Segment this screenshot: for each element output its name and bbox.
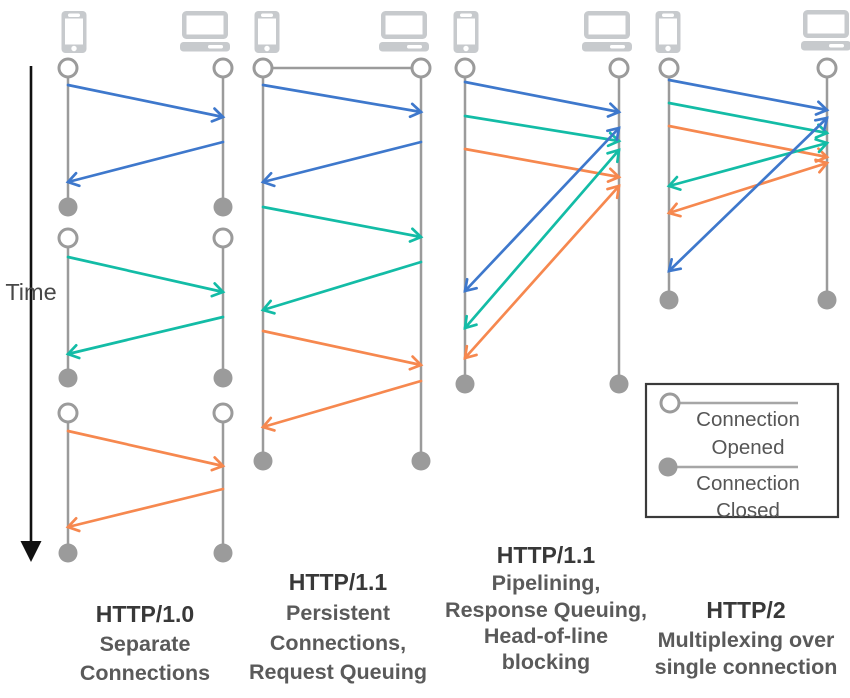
column-subtitle: Persistent xyxy=(286,601,390,625)
phone-icon xyxy=(453,11,479,53)
connection-closed-dot xyxy=(58,543,78,563)
connection-opened-dot xyxy=(212,57,234,79)
connection-closed-dot xyxy=(253,451,273,471)
column-subtitle: single connection xyxy=(655,655,838,679)
response-arrow xyxy=(65,140,225,188)
column-title-http2: HTTP/2 xyxy=(706,597,785,623)
connection-closed-dot xyxy=(213,368,233,388)
column-subtitle: blocking xyxy=(502,650,590,674)
request-arrow xyxy=(667,78,830,116)
connection-closed-dot xyxy=(455,374,475,394)
response-arrow xyxy=(65,315,225,360)
computer-icon xyxy=(379,11,429,52)
column-subtitle: Separate xyxy=(100,632,191,656)
connection-closed-dot xyxy=(659,290,679,310)
column-subtitle: Connections xyxy=(80,661,210,685)
column-http10 xyxy=(57,11,234,563)
connection-opened-dot xyxy=(816,57,838,79)
request-arrow xyxy=(261,329,424,371)
response-arrow xyxy=(463,184,621,360)
time-axis: Time xyxy=(5,66,57,562)
response-arrow xyxy=(667,116,829,273)
response-arrow xyxy=(463,148,621,330)
connection-opened-dot xyxy=(658,57,680,79)
column-title-http11-persistent: HTTP/1.1 xyxy=(289,569,388,595)
phone-icon xyxy=(61,11,87,53)
connection-closed-dot xyxy=(609,374,629,394)
column-subtitle: Multiplexing over xyxy=(658,628,835,652)
column-labels: HTTP/1.0 Separate Connections HTTP/1.1 P… xyxy=(80,542,837,685)
connection-closed-dot xyxy=(411,451,431,471)
column-http11-persistent xyxy=(252,11,432,471)
column-subtitle: Response Queuing, xyxy=(445,598,647,622)
connection-opened-dot xyxy=(57,402,79,424)
connection-opened-dot xyxy=(454,57,476,79)
request-arrow xyxy=(66,83,226,123)
connection-closed-dot xyxy=(213,543,233,563)
connection-opened-dot xyxy=(608,57,630,79)
time-axis-arrowhead-icon xyxy=(20,541,42,562)
request-arrow xyxy=(261,83,424,119)
connection-opened-dot xyxy=(410,57,432,79)
computer-icon xyxy=(582,11,632,52)
column-subtitle: Request Queuing xyxy=(249,660,427,684)
connection-closed-dot xyxy=(213,197,233,217)
column-title-http11-pipelining: HTTP/1.1 xyxy=(497,542,596,568)
response-arrow xyxy=(260,260,423,315)
legend-opened-label-line2: Opened xyxy=(712,436,785,459)
column-subtitle: Pipelining, xyxy=(492,571,601,595)
response-arrow xyxy=(666,158,830,218)
request-arrow xyxy=(261,205,424,243)
connection-opened-icon xyxy=(659,392,681,414)
time-axis-label: Time xyxy=(5,279,56,305)
request-arrow xyxy=(667,101,830,139)
connection-closed-dot xyxy=(817,290,837,310)
computer-icon xyxy=(180,11,230,52)
request-arrow xyxy=(66,429,226,472)
connection-closed-icon xyxy=(658,457,678,477)
connection-opened-dot xyxy=(57,57,79,79)
connection-opened-dot xyxy=(57,227,79,249)
column-subtitle: Connections, xyxy=(270,631,406,655)
request-arrow xyxy=(66,255,226,298)
column-http2 xyxy=(655,10,850,310)
response-arrow xyxy=(260,140,423,188)
column-http11-pipelining xyxy=(453,11,632,394)
response-arrow xyxy=(260,379,423,432)
connection-closed-dot xyxy=(58,368,78,388)
connection-opened-dot xyxy=(212,227,234,249)
legend-closed-label-line1: Connection xyxy=(696,472,800,495)
legend-opened-label-line1: Connection xyxy=(696,408,800,431)
column-subtitle: Head-of-line xyxy=(484,624,608,648)
column-title-http10: HTTP/1.0 xyxy=(96,601,194,627)
phone-icon xyxy=(655,11,681,53)
computer-icon xyxy=(801,10,850,51)
phone-icon xyxy=(254,11,280,53)
request-arrow xyxy=(463,114,622,148)
response-arrow xyxy=(666,138,830,191)
legend-closed-label-line2: Closed xyxy=(716,499,780,522)
connection-closed-dot xyxy=(58,197,78,217)
connection-opened-dot xyxy=(212,402,234,424)
response-arrow xyxy=(65,487,225,533)
legend: Connection Opened Connection Closed xyxy=(644,382,840,522)
request-arrow xyxy=(463,80,622,118)
connection-opened-dot xyxy=(252,57,274,79)
